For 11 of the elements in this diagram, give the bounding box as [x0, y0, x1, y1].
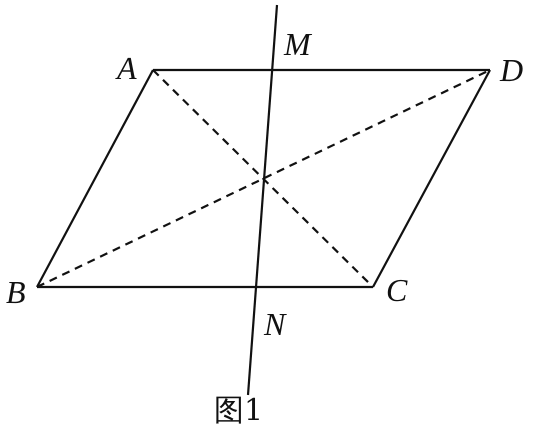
point-label: M [284, 28, 311, 60]
point-label: B [6, 276, 26, 308]
line-segment [372, 69, 491, 288]
point-label: C [386, 274, 408, 306]
point-label: A [117, 52, 137, 84]
point-label: N [264, 308, 286, 340]
line-segment [37, 286, 373, 288]
point-label: D [500, 54, 524, 86]
figure-caption: 图1 [214, 395, 264, 427]
line-segment [36, 69, 154, 288]
line-segment [153, 68, 490, 72]
